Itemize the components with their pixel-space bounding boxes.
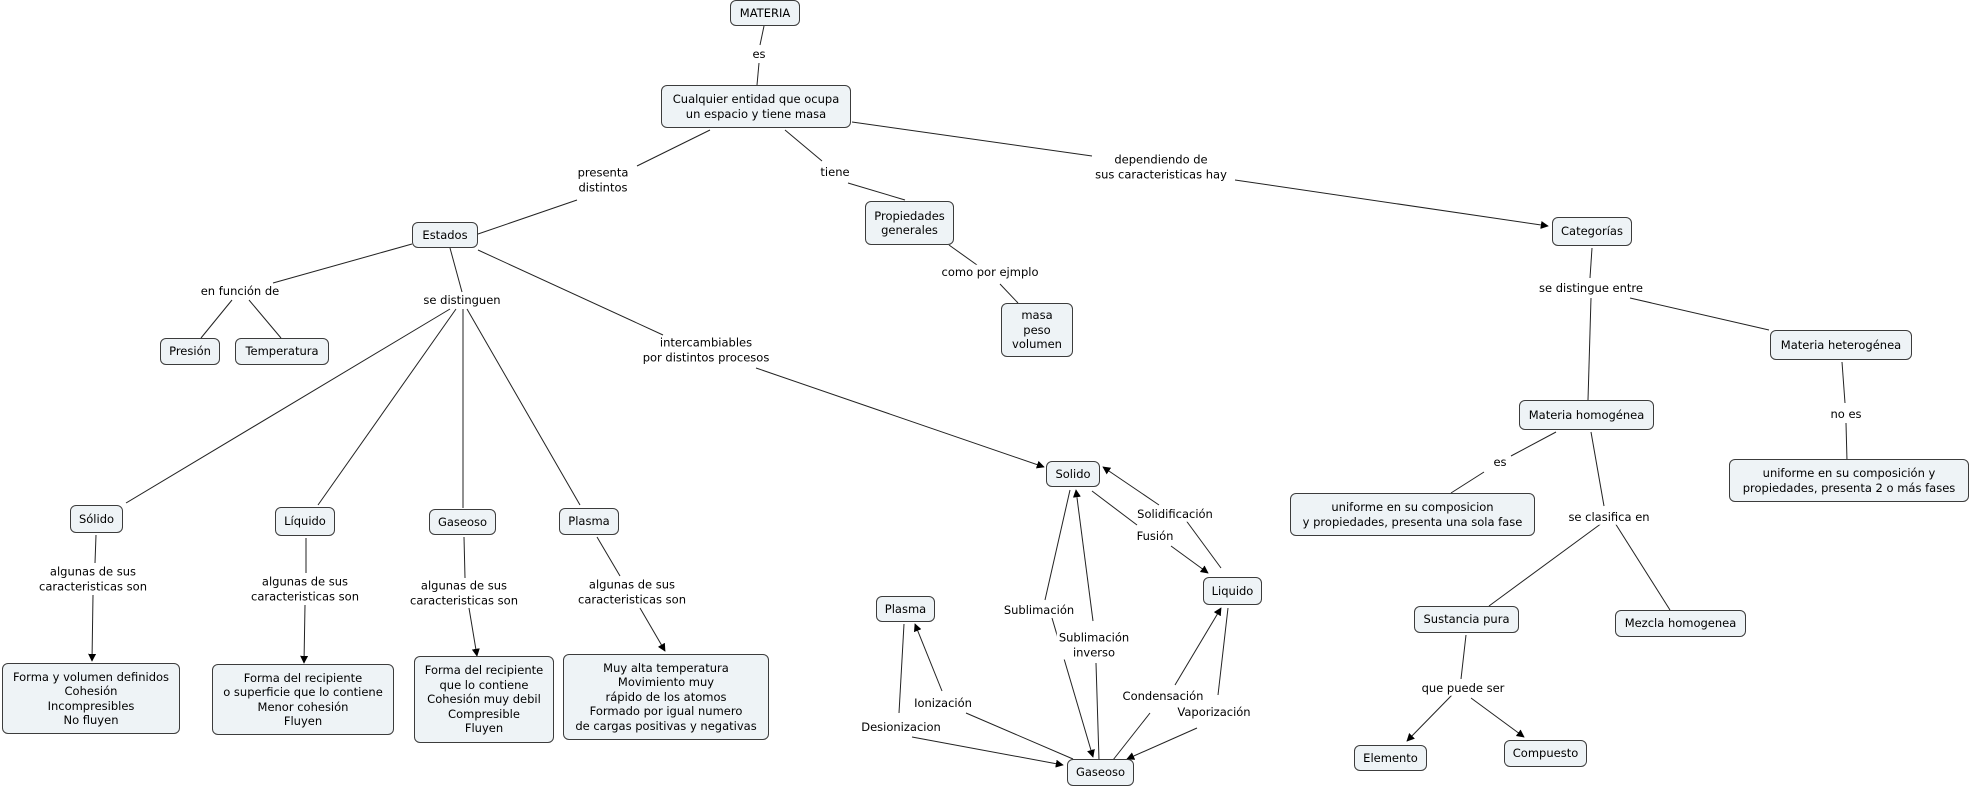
link-label-solidificacion: Solidificación <box>1135 506 1215 522</box>
link-label-plasma-caracteristicas: algunas de sus caracteristicas son <box>575 577 689 607</box>
link-label-desionizacion: Desionizacion <box>859 719 943 735</box>
link-label-en-funcion-de: en función de <box>198 283 282 299</box>
link-label-es: es <box>750 46 768 62</box>
link-label-gaseoso-caracteristicas: algunas de sus caracteristicas son <box>407 578 521 608</box>
link-label-se-clasifica-en: se clasifica en <box>1566 509 1652 525</box>
node-liquido[interactable]: Líquido <box>275 507 335 536</box>
link-label-solido-caracteristicas: algunas de sus caracteristicas son <box>36 564 150 594</box>
link-label-sublimacion: Sublimación <box>1001 602 1077 618</box>
link-label-es-homogenea: es <box>1491 454 1509 470</box>
node-cambio-liquido[interactable]: Liquido <box>1203 577 1262 605</box>
link-label-vaporizacion: Vaporización <box>1175 704 1253 720</box>
node-solido[interactable]: Sólido <box>70 505 123 533</box>
node-materia[interactable]: MATERIA <box>730 0 800 26</box>
node-cambio-gaseoso[interactable]: Gaseoso <box>1067 759 1134 786</box>
link-label-liquido-caracteristicas: algunas de sus caracteristicas son <box>248 574 362 604</box>
link-label-como-por-ejemplo: como por ejmplo <box>939 264 1041 280</box>
node-cambio-solido[interactable]: Solido <box>1046 461 1100 487</box>
node-cambio-plasma[interactable]: Plasma <box>876 596 935 622</box>
link-label-ionizacion: Ionización <box>912 695 974 711</box>
link-label-tiene: tiene <box>818 164 852 180</box>
node-temperatura[interactable]: Temperatura <box>235 338 329 365</box>
node-materia-homogenea[interactable]: Materia homogénea <box>1519 400 1654 430</box>
node-homogenea-descripcion[interactable]: uniforme en su composicion y propiedades… <box>1290 493 1535 536</box>
link-label-dependiendo: dependiendo de sus caracteristicas hay <box>1093 152 1229 182</box>
link-label-se-distinguen: se distinguen <box>421 292 503 308</box>
node-heterogenea-descripcion[interactable]: uniforme en su composición y propiedades… <box>1729 459 1969 502</box>
node-sustancia-pura[interactable]: Sustancia pura <box>1414 606 1519 633</box>
link-label-se-distingue-entre: se distingue entre <box>1537 280 1645 296</box>
node-estados[interactable]: Estados <box>412 222 478 248</box>
link-label-que-puede-ser: que puede ser <box>1419 680 1507 696</box>
node-mezcla-homogenea[interactable]: Mezcla homogenea <box>1615 610 1746 637</box>
node-gaseoso[interactable]: Gaseoso <box>429 509 496 535</box>
link-label-no-es: no es <box>1828 406 1864 422</box>
node-solido-caracteristicas[interactable]: Forma y volumen definidos Cohesión Incom… <box>2 663 180 734</box>
link-label-intercambiables: intercambiables por distintos procesos <box>640 335 772 365</box>
node-propiedades[interactable]: Propiedades generales <box>865 201 954 245</box>
link-label-sublimacion-inverso: Sublimación inverso <box>1056 630 1132 660</box>
link-label-presenta-distintos: presenta distintos <box>575 165 631 195</box>
link-label-condensacion: Condensación <box>1120 688 1206 704</box>
link-label-fusion: Fusión <box>1134 528 1176 544</box>
node-categorias[interactable]: Categorías <box>1552 217 1632 246</box>
node-masa-peso-volumen[interactable]: masa peso volumen <box>1001 303 1073 357</box>
node-compuesto[interactable]: Compuesto <box>1504 740 1587 767</box>
node-liquido-caracteristicas[interactable]: Forma del recipiente o superficie que lo… <box>212 664 394 735</box>
node-elemento[interactable]: Elemento <box>1354 745 1427 771</box>
node-gaseoso-caracteristicas[interactable]: Forma del recipiente que lo contiene Coh… <box>414 656 554 743</box>
node-materia-heterogenea[interactable]: Materia heterogénea <box>1770 330 1912 360</box>
node-presion[interactable]: Presión <box>160 338 220 365</box>
node-plasma[interactable]: Plasma <box>559 508 619 535</box>
node-plasma-caracteristicas[interactable]: Muy alta temperatura Movimiento muy rápi… <box>563 654 769 740</box>
node-entidad[interactable]: Cualquier entidad que ocupa un espacio y… <box>661 85 851 128</box>
